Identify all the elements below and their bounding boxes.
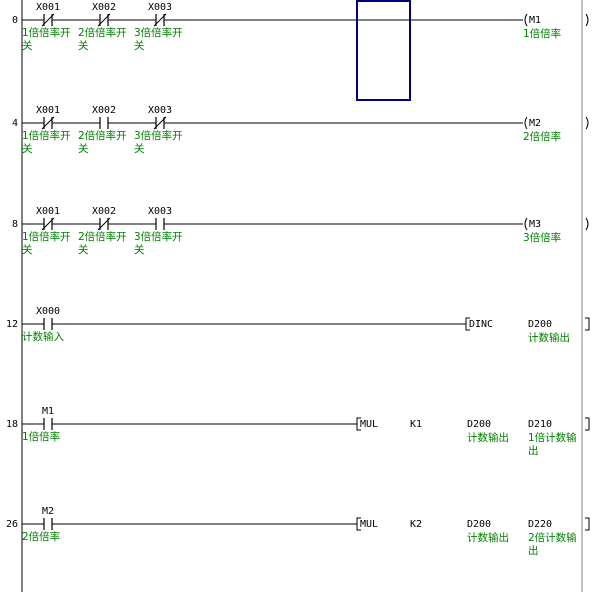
nc-contact-x001[interactable]: X001 1倍倍率开关 bbox=[22, 2, 71, 52]
operand-comment: 1倍计数输出 bbox=[528, 431, 577, 457]
instruction-name: MUL bbox=[360, 419, 378, 430]
contact-comment: 2倍倍率 bbox=[22, 530, 60, 543]
contact-device-label: X002 bbox=[92, 105, 116, 116]
coil-comment: 3倍倍率 bbox=[523, 231, 561, 244]
coil-device-label: M1 bbox=[529, 15, 541, 26]
contact-comment: 2倍倍率开关 bbox=[78, 230, 127, 256]
contact-device-label: X002 bbox=[92, 206, 116, 217]
contact-device-label: X003 bbox=[148, 105, 172, 116]
operand-k1: K1 bbox=[410, 419, 422, 430]
nc-contact-x001[interactable]: X001 1倍倍率开关 bbox=[22, 105, 71, 155]
contact-comment: 3倍倍率开关 bbox=[134, 230, 183, 256]
contact-comment: 1倍倍率 bbox=[22, 430, 60, 443]
step-number: 18 bbox=[6, 419, 18, 430]
nc-contact-x002[interactable]: X002 2倍倍率开关 bbox=[52, 2, 127, 52]
operand-k2: K2 bbox=[410, 519, 422, 530]
contact-comment: 2倍倍率开关 bbox=[78, 129, 127, 155]
contact-device-label: M1 bbox=[42, 406, 54, 417]
contact-comment: 1倍倍率开关 bbox=[22, 26, 71, 52]
nc-contact-x003[interactable]: X003 3倍倍率开关 bbox=[108, 105, 183, 155]
contact-device-label: X002 bbox=[92, 2, 116, 13]
instruction-name: MUL bbox=[360, 519, 378, 530]
no-contact-x003[interactable]: X003 3倍倍率开关 bbox=[108, 206, 183, 256]
nc-contact-x002[interactable]: X002 2倍倍率开关 bbox=[52, 206, 127, 256]
coil-device-label: M3 bbox=[529, 219, 541, 230]
contact-device-label: X000 bbox=[36, 306, 60, 317]
contact-comment: 1倍倍率开关 bbox=[22, 129, 71, 155]
contact-comment: 3倍倍率开关 bbox=[134, 26, 183, 52]
contact-comment: 3倍倍率开关 bbox=[134, 129, 183, 155]
nc-contact-x003[interactable]: X003 3倍倍率开关 bbox=[108, 2, 183, 52]
cell-cursor[interactable] bbox=[356, 0, 411, 101]
operand-d220: D220 bbox=[528, 519, 552, 530]
operand-d200: D200 bbox=[467, 519, 491, 530]
step-number: 26 bbox=[6, 519, 18, 530]
operand-comment: 2倍计数输出 bbox=[528, 531, 577, 557]
no-contact-m2[interactable]: M2 2倍倍率 bbox=[22, 506, 60, 543]
contact-device-label: X001 bbox=[36, 105, 60, 116]
no-contact-m1[interactable]: M1 1倍倍率 bbox=[22, 406, 60, 443]
contact-device-label: X003 bbox=[148, 2, 172, 13]
contact-comment: 计数输入 bbox=[22, 330, 64, 343]
contact-device-label: X001 bbox=[36, 206, 60, 217]
step-number: 4 bbox=[12, 118, 18, 129]
operand-comment: 计数输出 bbox=[467, 531, 509, 544]
contact-device-label: X003 bbox=[148, 206, 172, 217]
coil-comment: 1倍倍率 bbox=[523, 27, 561, 40]
nc-contact-x001[interactable]: X001 1倍倍率开关 bbox=[22, 206, 71, 256]
contact-comment: 1倍倍率开关 bbox=[22, 230, 71, 256]
step-number: 0 bbox=[12, 15, 18, 26]
coil-device-label: M2 bbox=[529, 118, 541, 129]
contact-comment: 2倍倍率开关 bbox=[78, 26, 127, 52]
operand-comment: 计数输出 bbox=[467, 431, 509, 444]
operand-d200: D200 bbox=[528, 319, 552, 330]
operand-d200: D200 bbox=[467, 419, 491, 430]
step-number: 8 bbox=[12, 219, 18, 230]
coil-comment: 2倍倍率 bbox=[523, 130, 561, 143]
operand-comment: 计数输出 bbox=[528, 331, 570, 344]
step-number: 12 bbox=[6, 319, 18, 330]
contact-device-label: M2 bbox=[42, 506, 54, 517]
contact-device-label: X001 bbox=[36, 2, 60, 13]
operand-d210: D210 bbox=[528, 419, 552, 430]
instruction-name: DINC bbox=[469, 319, 493, 330]
